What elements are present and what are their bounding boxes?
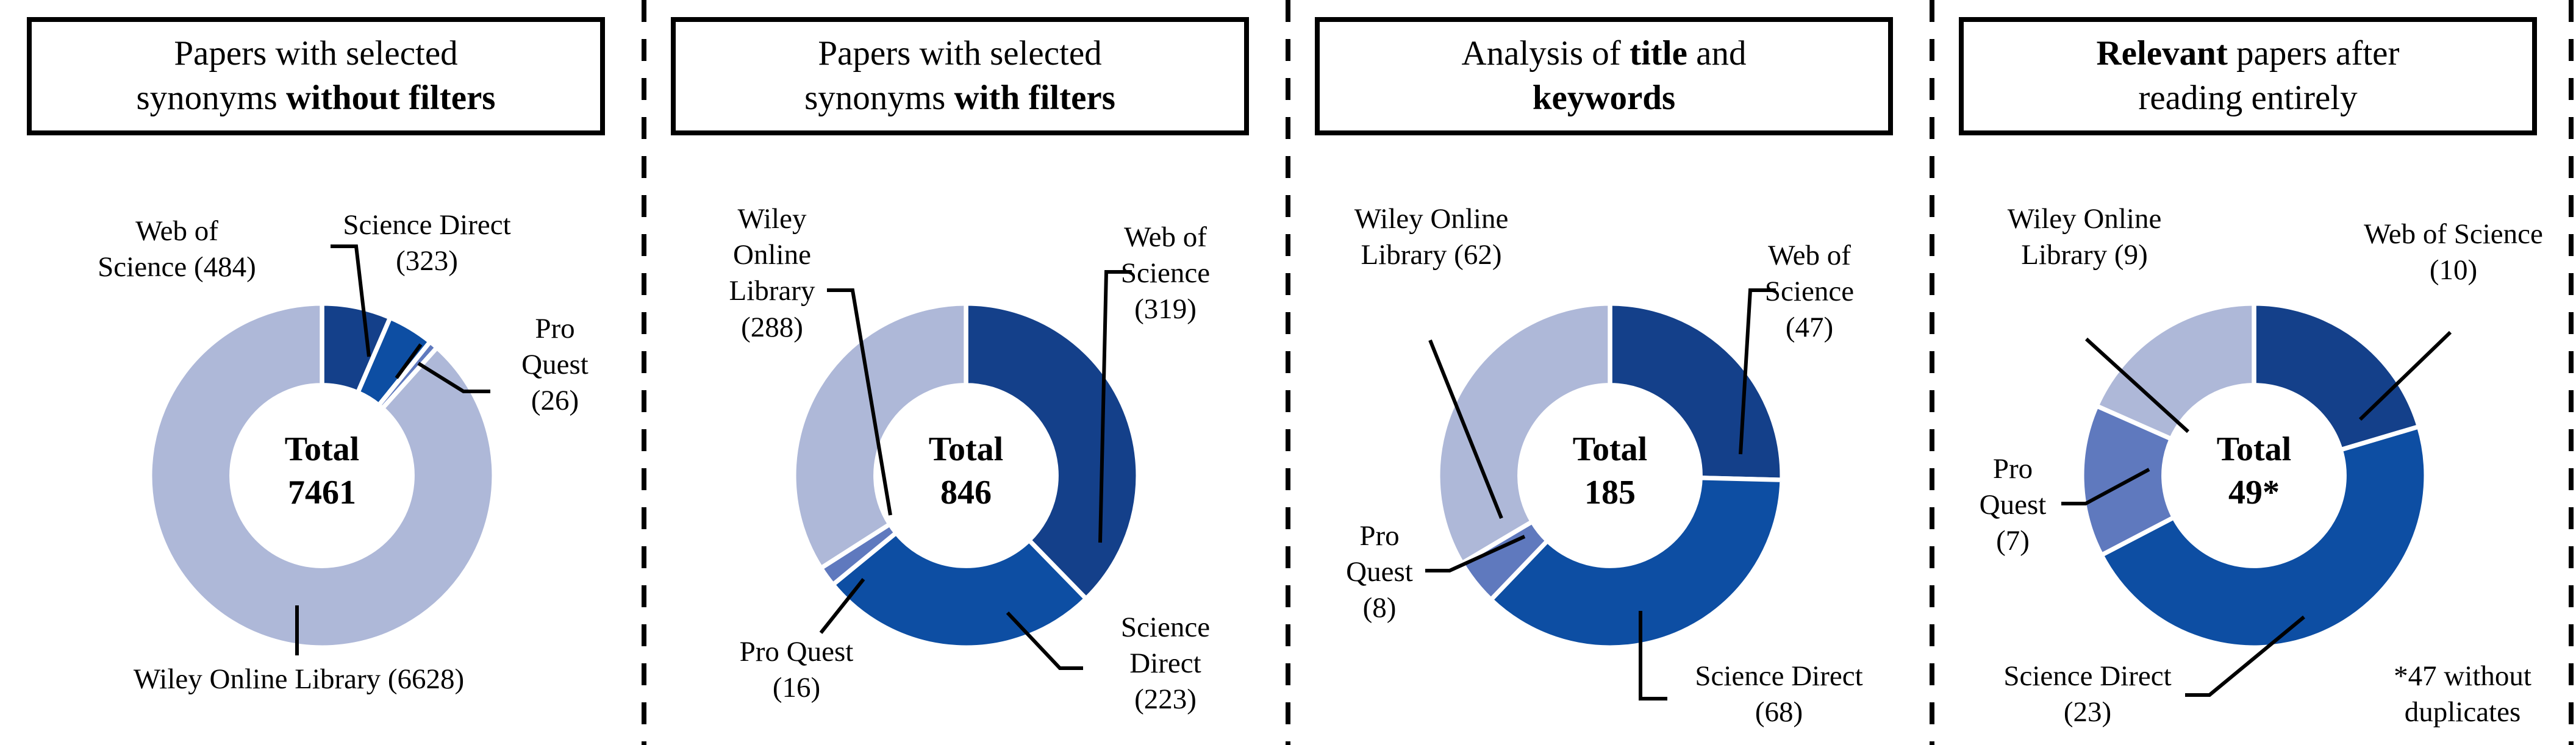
slice-label-web-of-science: Web of Science (10) [2364, 218, 2543, 287]
slice-label-science-direct: Science Direct (23) [2003, 660, 2172, 729]
slice-label-wiley-online-library: Wiley Online Library (62) [1354, 203, 1509, 271]
donut-center-total: Total 7461 [284, 430, 360, 512]
dashed-divider [1930, 0, 1934, 745]
donut-slice-science_direct [2098, 424, 2428, 649]
slice-label-science-direct: Science Direct (223) [1120, 611, 1211, 716]
slice-label-pro-quest: Pro Quest (8) [1346, 520, 1413, 624]
duplicates-footnote: *47 without duplicates [2394, 660, 2531, 729]
slice-label-web-of-science: Web of Science (484) [98, 215, 256, 283]
panel-relevant-papers: Relevant papers after reading entirely W… [1932, 0, 2576, 745]
panel-title-keywords-analysis: Analysis of title and keywords Web of Sc… [1288, 0, 1932, 745]
donut-center-total: Total 49* [2216, 430, 2292, 512]
donut-slice-web_of_science [964, 302, 1140, 602]
panel-title: Papers with selected synonyms without fi… [27, 17, 605, 135]
dashed-divider [1286, 0, 1290, 745]
donut-center-total: Total 185 [1572, 430, 1648, 512]
panel-title: Relevant papers after reading entirely [1959, 17, 2537, 135]
slice-label-web-of-science: Web of Science (47) [1764, 240, 1855, 344]
donut-center-total: Total 846 [928, 430, 1004, 512]
slice-label-wiley-online-library: Wiley Online Library (9) [2007, 203, 2162, 271]
slice-label-science-direct: Science Direct (323) [343, 209, 511, 277]
donut-slice-wiley_online_library [148, 302, 496, 649]
slice-label-science-direct: Science Direct (68) [1695, 660, 1863, 729]
slice-label-web-of-science: Web of Science (319) [1120, 221, 1211, 326]
panel-without-filters: Papers with selected synonyms without fi… [0, 0, 644, 745]
donut-slice-science_direct [1487, 475, 1784, 649]
slice-label-pro-quest: Pro Quest (16) [739, 636, 854, 704]
donut-slice-wiley_online_library [2094, 302, 2256, 442]
panel-title: Analysis of title and keywords [1315, 17, 1893, 135]
panel-title: Papers with selected synonyms with filte… [671, 17, 1249, 135]
dashed-divider [642, 0, 646, 745]
panel-with-filters: Papers with selected synonyms with filte… [644, 0, 1288, 745]
slice-label-wiley-online-library: Wiley Online Library (6628) [133, 663, 465, 695]
dashed-divider [2569, 0, 2574, 745]
slice-label-wiley-online-library: Wiley Online Library (288) [729, 203, 815, 343]
slice-label-pro-quest: Pro Quest (26) [521, 313, 589, 417]
slice-label-pro-quest: Pro Quest (7) [1979, 453, 2047, 557]
